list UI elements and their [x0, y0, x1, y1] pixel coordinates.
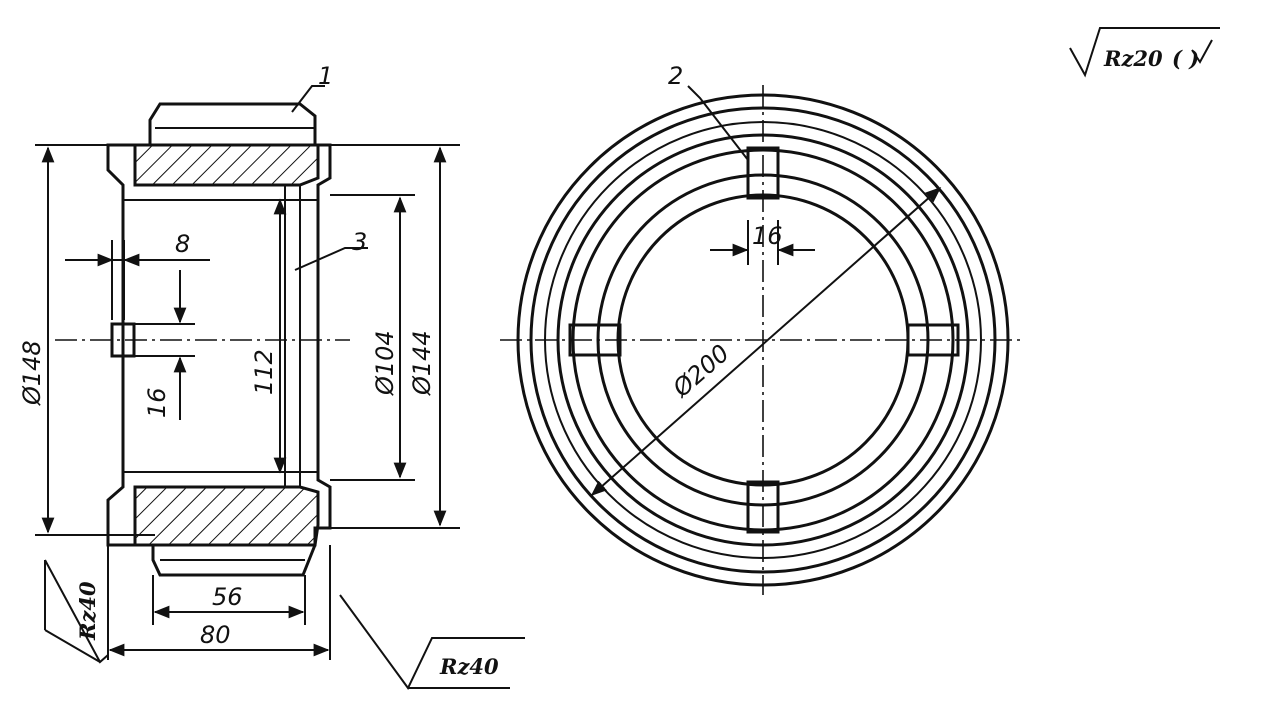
top-hatched-section	[133, 143, 320, 187]
label-dim-148: Ø148	[18, 340, 46, 406]
end-view	[500, 85, 1025, 595]
section-view	[35, 85, 460, 660]
label-dim-16-section: 16	[143, 387, 171, 418]
roughness-bottom-label: Rz40	[439, 654, 499, 679]
dim-line-200	[590, 186, 942, 497]
roughness-general-label: Rz20	[1103, 46, 1163, 71]
roughness-general-symbol	[1069, 27, 1220, 78]
label-dim-112: 112	[250, 349, 278, 395]
roughness-left-label: Rz40	[75, 581, 100, 641]
bottom-hatched-section	[133, 485, 320, 547]
label-dim-16-top: 16	[752, 222, 783, 250]
label-dim-104: Ø104	[371, 330, 399, 396]
label-part-2: 2	[668, 62, 683, 90]
roughness-general-suffix: ( )	[1172, 46, 1199, 71]
roughness-left-symbol	[44, 559, 109, 664]
label-dim-56: 56	[212, 583, 243, 611]
label-part-3: 3	[352, 228, 367, 256]
label-dim-200: Ø200	[667, 339, 735, 403]
roughness-bottom-symbol	[339, 594, 525, 690]
label-dim-144: Ø144	[408, 330, 436, 396]
label-dim-8: 8	[175, 230, 190, 258]
label-part-1: 1	[318, 62, 333, 90]
label-dim-80: 80	[200, 621, 231, 649]
